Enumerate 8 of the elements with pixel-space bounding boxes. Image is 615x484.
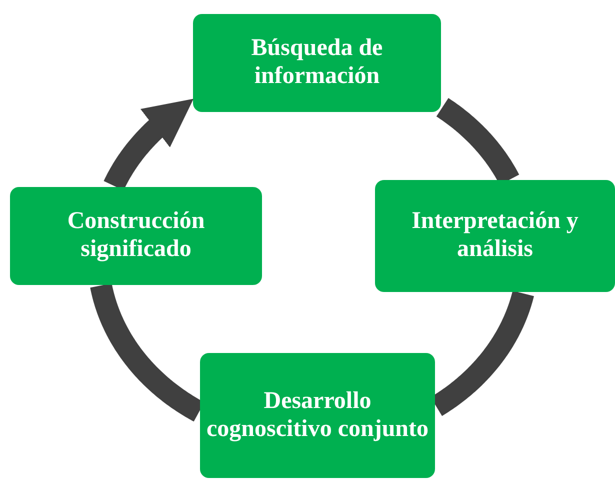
step-label: Interpretación y análisis: [410, 208, 580, 264]
step-label: Búsqueda de información: [250, 35, 384, 91]
process-box: [200, 353, 435, 478]
process-box: [193, 14, 441, 112]
process-box: [375, 180, 615, 292]
step-label: Construcción significado: [66, 208, 206, 264]
step-label: Desarrollo cognoscitivo conjunto: [206, 388, 429, 444]
process-box: [10, 187, 262, 285]
